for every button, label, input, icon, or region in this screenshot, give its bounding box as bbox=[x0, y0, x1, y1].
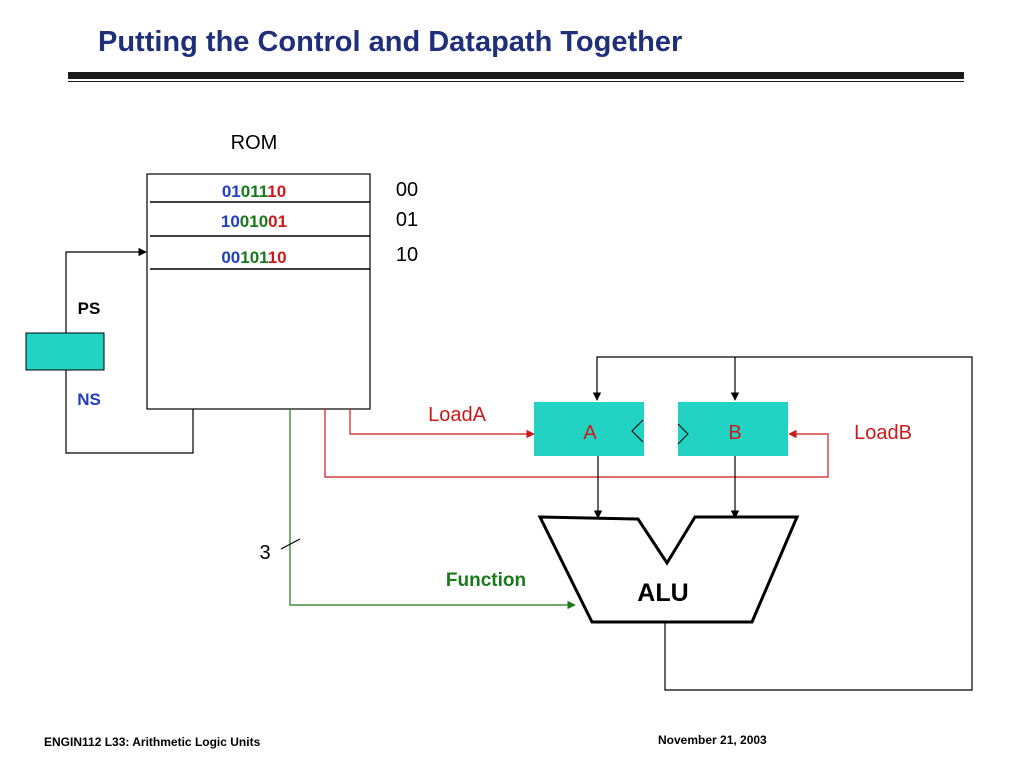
title-rule bbox=[68, 72, 964, 79]
rom-row-2-segment-2: 1 bbox=[268, 248, 277, 267]
rom-row-1-segment-0: 10 bbox=[221, 212, 240, 231]
footer-date: November 21, 2003 bbox=[658, 733, 767, 747]
rom-address-01: 01 bbox=[396, 209, 418, 231]
ps-label: PS bbox=[78, 299, 101, 318]
rom-label: ROM bbox=[231, 132, 278, 154]
alu-label: ALU bbox=[637, 579, 688, 607]
slide-title: Putting the Control and Datapath Togethe… bbox=[98, 26, 683, 58]
rom-row-2-segment-3: 0 bbox=[277, 248, 286, 267]
ps-to-rom-wire bbox=[65, 247, 147, 333]
rom-row-1-segment-3: 1 bbox=[278, 212, 287, 231]
title-rule-thin bbox=[68, 81, 964, 82]
function-label: Function bbox=[446, 570, 526, 591]
rom-row-0-word: 0101110 bbox=[222, 182, 286, 201]
rom-address-10: 10 bbox=[396, 244, 418, 266]
load-a-label: LoadA bbox=[428, 404, 486, 426]
rom-row-0-segment-2: 1 bbox=[267, 182, 276, 201]
rom-row-0-segment-3: 0 bbox=[277, 182, 286, 201]
register-b-label: B bbox=[728, 422, 741, 444]
register-a bbox=[534, 402, 644, 456]
alu-feedback-to-a-wire bbox=[592, 356, 973, 691]
ns-feedback-wire bbox=[65, 370, 194, 454]
register-a-clock-mark bbox=[631, 419, 644, 443]
bus-width-slash bbox=[280, 538, 301, 550]
rom-row-1-segment-1: 010 bbox=[240, 212, 268, 231]
rom-row-0-segment-1: 011 bbox=[241, 182, 268, 201]
alu-block bbox=[537, 515, 800, 624]
rom-row-2-segment-1: 101 bbox=[240, 248, 268, 267]
function-bus-wire bbox=[289, 409, 576, 610]
load-a-wire bbox=[349, 409, 535, 439]
rom-row-2-word: 0010110 bbox=[221, 248, 286, 267]
register-b-clock-mark bbox=[677, 423, 689, 445]
rom-row-1-segment-2: 0 bbox=[268, 212, 277, 231]
footer-course: ENGIN112 L33: Arithmetic Logic Units bbox=[44, 735, 261, 749]
ns-label: NS bbox=[77, 390, 101, 409]
load-b-label: LoadB bbox=[854, 422, 912, 444]
register-a-label: A bbox=[583, 422, 597, 444]
rom-block bbox=[146, 173, 371, 410]
rom-row-0-segment-0: 01 bbox=[222, 182, 241, 201]
rom-row-2-segment-0: 00 bbox=[221, 248, 240, 267]
rom-row-1-word: 1001001 bbox=[221, 212, 287, 231]
load-b-wire bbox=[324, 409, 829, 478]
rom-address-00: 00 bbox=[396, 179, 418, 201]
state-register bbox=[25, 332, 105, 371]
bus-width-label: 3 bbox=[259, 542, 270, 564]
register-b bbox=[678, 402, 788, 456]
